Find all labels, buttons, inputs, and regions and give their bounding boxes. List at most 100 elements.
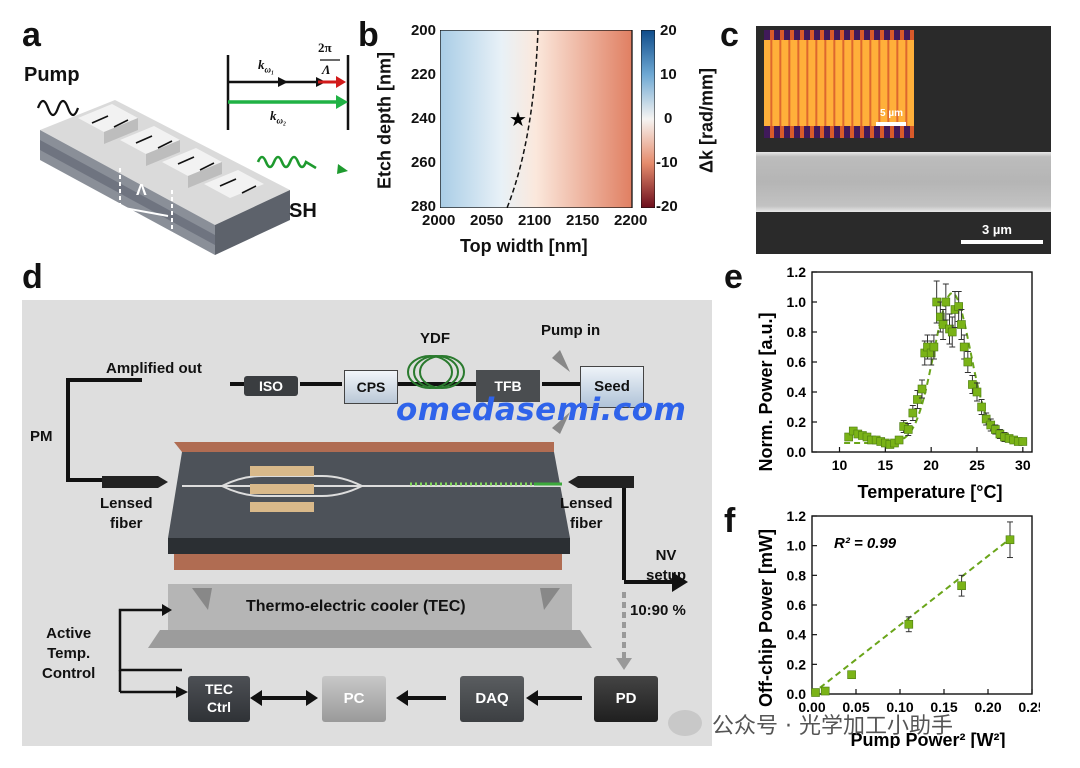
main-scale-bar	[961, 240, 1043, 244]
b-ytick: 220	[410, 66, 436, 83]
sem-waveguide	[756, 152, 1051, 212]
seed-box: Seed	[580, 366, 644, 408]
e-data-point	[963, 357, 973, 367]
panel-label-d: d	[22, 258, 43, 296]
e-fit-line	[844, 291, 1028, 444]
split-ratio-label: 10:90 %	[630, 602, 686, 619]
panel-b-xticks: 2000 2050 2100 2150 2200	[422, 212, 647, 232]
colorbar-label: Δk [rad/mm]	[696, 68, 717, 173]
lambda-label: Λ	[136, 182, 147, 199]
b-ytick: 200	[410, 22, 436, 39]
e-data-point	[929, 342, 939, 352]
e-xtick-label: 30	[1015, 457, 1031, 473]
e-data-point	[941, 297, 951, 307]
b-ytick: 240	[410, 110, 436, 127]
e-data-point	[957, 320, 966, 329]
panel-label-b: b	[358, 16, 379, 54]
inset-scale-text: 5 µm	[880, 108, 903, 119]
poled-domains	[78, 104, 264, 198]
f-xtick-label: 0.05	[842, 699, 869, 715]
f-ytick-label: 0.2	[787, 656, 807, 672]
b-xtick: 2100	[518, 212, 552, 229]
f-data-point	[820, 686, 830, 696]
daq-box: DAQ	[460, 676, 524, 722]
f-data-point	[904, 619, 914, 629]
e-ylabel: Norm. Power [a.u.]	[756, 312, 776, 471]
e-ytick-label: 0.6	[787, 354, 807, 370]
panel-a-schematic	[36, 55, 350, 255]
f-xtick-label: 0.10	[886, 699, 913, 715]
panel-b-heatmap: ★	[440, 30, 633, 208]
e-data-point	[959, 342, 969, 352]
cb-tick: 10	[660, 66, 677, 83]
b-xtick: 2050	[470, 212, 504, 229]
f-data-point	[1005, 535, 1015, 545]
f-ytick-label: 0.8	[787, 567, 807, 583]
e-data-point	[972, 387, 982, 397]
tec-block	[168, 584, 572, 630]
k-omega2-label: kω₂	[270, 108, 287, 126]
shg-microscope-inset	[764, 30, 914, 138]
e-ytick-label: 1.2	[787, 264, 807, 280]
f-ylabel: Off-chip Power [mW]	[756, 529, 776, 707]
e-xlabel: Temperature [°C]	[858, 482, 1003, 502]
panel-f-chart: 0.000.050.100.150.200.250.00.20.40.60.81…	[756, 508, 1040, 748]
lensed-fiber-left	[102, 476, 168, 488]
f-data-point	[957, 581, 966, 591]
sh-wave	[256, 155, 317, 170]
e-data-point	[977, 402, 986, 412]
e-data-point	[947, 327, 957, 337]
f-data-point	[811, 688, 820, 697]
f-xtick-label: 0.00	[798, 699, 825, 715]
b-xtick: 2000	[422, 212, 456, 229]
b-xtick: 2200	[614, 212, 648, 229]
f-annotation: R² = 0.99	[834, 535, 897, 552]
cb-tick: 0	[664, 110, 673, 127]
f-ytick-label: 0.4	[787, 627, 807, 643]
period-arrow	[123, 207, 169, 217]
panel-label-f: f	[724, 502, 736, 540]
e-ytick-label: 0.2	[787, 414, 807, 430]
b-ytick: 280	[410, 198, 436, 215]
e-data-point	[917, 384, 927, 394]
f-ytick-label: 1.2	[787, 508, 807, 524]
e-xtick-label: 10	[832, 457, 848, 473]
e-data-point	[908, 408, 918, 418]
chip-top	[168, 452, 570, 538]
wechat-icon	[668, 710, 702, 736]
pm-label: PM	[30, 428, 53, 445]
panel-label-c: c	[720, 16, 739, 54]
panel-d-setup	[66, 350, 688, 706]
pump-wave	[36, 99, 80, 117]
phase-match-contour	[506, 30, 539, 208]
k-omega1-label: kω₁	[258, 57, 275, 75]
cb-tick: 20	[660, 22, 677, 39]
f-xlabel: Pump Power² [W²]	[851, 730, 1006, 748]
chip-copper-base	[174, 550, 562, 570]
pm-fiber	[66, 378, 142, 482]
f-ytick-label: 0.0	[787, 686, 807, 702]
f-ytick-label: 1.0	[787, 538, 807, 554]
lensed-fiber-right	[568, 476, 634, 488]
e-data-point	[844, 432, 853, 442]
sem-image: 5 µm 3 µm	[756, 26, 1051, 254]
pump-in-label: Pump in	[541, 322, 601, 339]
main-scale-text: 3 µm	[982, 222, 1012, 237]
watermark: omedasemi.com	[396, 392, 687, 428]
e-ytick-label: 0.0	[787, 444, 807, 460]
frac-num: 2π	[318, 40, 332, 55]
f-ytick-label: 0.6	[787, 597, 807, 613]
footer-text: 公众号 · 光学加工小助手	[712, 714, 953, 739]
e-xtick-label: 15	[878, 457, 894, 473]
e-data-point	[954, 302, 963, 311]
f-xtick-label: 0.15	[930, 699, 957, 715]
f-fit-line	[811, 535, 1014, 695]
amplified-out-label: Amplified out	[106, 360, 202, 377]
e-ytick-label: 1.0	[787, 294, 807, 310]
cb-tick: -10	[656, 154, 678, 171]
f-data-point	[847, 670, 856, 680]
e-data-point	[903, 425, 913, 434]
pc-box: PC	[322, 676, 386, 722]
